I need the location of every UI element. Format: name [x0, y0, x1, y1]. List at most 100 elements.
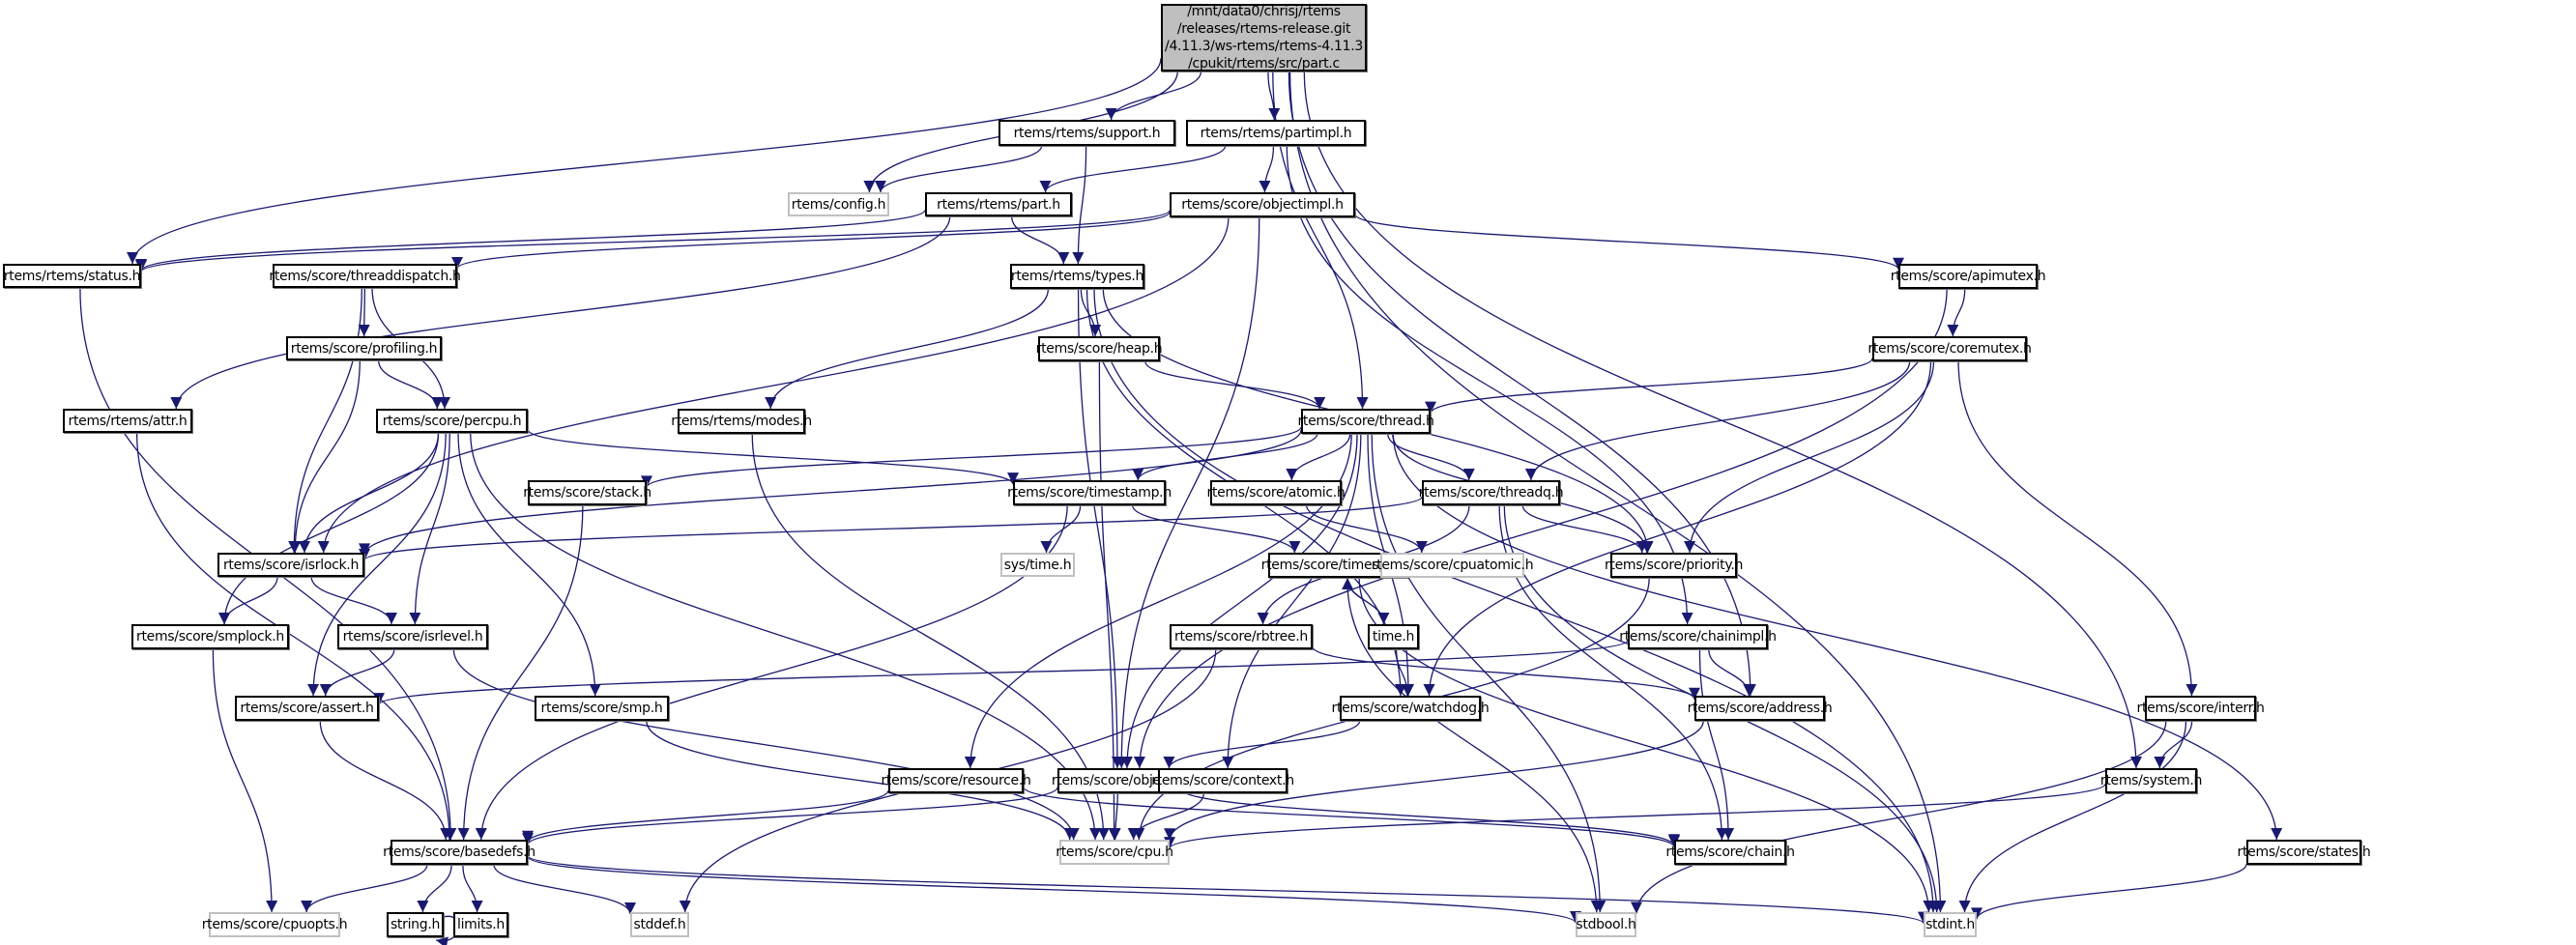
edge-apimutex-to-coremutex — [1947, 288, 1966, 337]
edge-percpu-to-cpu — [470, 432, 1102, 841]
edge-time-to-timespec — [1342, 577, 1385, 625]
node-isrlevel-h[interactable]: rtems/score/isrlevel.h — [337, 624, 488, 649]
node-cpuopts-h[interactable]: rtems/score/cpuopts.h — [202, 912, 348, 937]
edge-object-to-cpu — [1109, 792, 1121, 841]
node-priority-h[interactable]: rtems/score/priority.h — [1605, 553, 1743, 578]
edge-thread-to-stdbool — [1371, 433, 1606, 913]
edge-percpu-to-smplock — [218, 432, 440, 625]
edge-thread-to-threadq — [1387, 433, 1475, 481]
node-thread-h[interactable]: rtems/score/thread.h — [1297, 409, 1434, 434]
node-isrlock-h[interactable]: rtems/score/isrlock.h — [217, 553, 364, 577]
edge-thread-to-object — [1120, 433, 1358, 769]
node-interr-h[interactable]: rtems/score/interr.h — [2137, 696, 2265, 721]
node-objectimpl-h[interactable]: rtems/score/objectimpl.h — [1170, 192, 1355, 217]
edge-basedefs-to-string — [417, 864, 452, 913]
edge-thread-to-stack — [641, 426, 1302, 488]
node-apimutex-h[interactable]: rtems/score/apimutex.h — [1891, 264, 2046, 289]
node-stdbool-h[interactable]: stdbool.h — [1576, 912, 1636, 937]
edge-chainimpl-to-assert — [373, 640, 1629, 705]
edge-threaddispatch-to-profiling — [358, 287, 370, 337]
edge-basedefs-to-stddef — [493, 864, 636, 915]
edge-profiling-to-percpu — [378, 359, 444, 410]
node-attr-h[interactable]: rtems/rtems/attr.h — [63, 409, 192, 433]
node-smplock-h[interactable]: rtems/score/smplock.h — [131, 624, 289, 649]
edge-root-to-partimpl — [1267, 71, 1281, 121]
edge-support-to-types — [1072, 145, 1087, 265]
node-stack-h[interactable]: rtems/score/stack.h — [523, 480, 651, 505]
edge-isrlock-to-isrlevel — [310, 576, 397, 625]
edge-types-to-object — [1077, 288, 1123, 769]
node-basedefs-h[interactable]: rtems/score/basedefs.h — [383, 840, 535, 865]
edge-coremutex-to-threadq — [1524, 360, 1911, 481]
edge-part-to-status — [135, 209, 926, 272]
node-string-h[interactable]: string.h — [387, 912, 444, 937]
node-resource-h[interactable]: rtems/score/resource.h — [881, 768, 1031, 793]
node-address-h[interactable]: rtems/score/address.h — [1688, 696, 1833, 721]
node-root-part-c: /mnt/data0/chrisj/rtems /releases/rtems-… — [1161, 4, 1367, 72]
node-timestamp-h[interactable]: rtems/score/timestamp.h — [1007, 480, 1172, 505]
edge-partimpl-to-objectimpl — [1259, 145, 1275, 193]
edge-threadq-to-priority — [1521, 504, 1648, 554]
edge-time-to-watchdog — [1395, 648, 1413, 697]
edge-object-to-basedefs — [522, 787, 1058, 845]
node-threaddispatch-h[interactable]: rtems/score/threaddispatch.h — [269, 264, 461, 288]
node-profiling-h[interactable]: rtems/score/profiling.h — [286, 336, 442, 360]
node-support-h[interactable]: rtems/rtems/support.h — [999, 120, 1175, 146]
edge-timespec-to-stdbool — [1346, 577, 1603, 913]
node-chain-h[interactable]: rtems/score/chain.h — [1665, 840, 1795, 865]
edge-objectimpl-to-isrlock — [317, 216, 1230, 554]
edge-isrlock-to-smplock — [218, 576, 278, 625]
edge-objectimpl-to-apimutex — [1354, 214, 1904, 271]
node-context-h[interactable]: rtems/score/context.h — [1151, 768, 1294, 793]
node-cpu-h[interactable]: rtems/score/cpu.h — [1056, 840, 1173, 865]
node-cpuatomic-h[interactable]: rtems/score/cpuatomic.h — [1372, 553, 1534, 578]
edge-part-to-types — [1011, 215, 1070, 265]
node-states-h[interactable]: rtems/score/states.h — [2238, 840, 2371, 865]
node-chainimpl-h[interactable]: rtems/score/chainimpl.h — [1619, 624, 1777, 649]
node-threadq-h[interactable]: rtems/score/threadq.h — [1419, 480, 1564, 505]
edge-basedefs-to-limits — [462, 864, 483, 913]
edge-interr-to-stdint — [1958, 720, 2187, 913]
edge-object-to-chain — [1178, 788, 1680, 846]
node-smp-h[interactable]: rtems/score/smp.h — [535, 696, 669, 721]
edge-root-to-stdint — [1288, 71, 1947, 913]
edge-basedefs-to-cpuopts — [301, 864, 428, 913]
edge-assert-to-basedefs — [319, 720, 452, 841]
node-coremutex-h[interactable]: rtems/score/coremutex.h — [1867, 336, 2032, 361]
node-time-h[interactable]: time.h — [1368, 624, 1419, 649]
edge-smplock-to-cpuopts — [212, 648, 278, 913]
node-limits-h[interactable]: limits.h — [453, 912, 508, 937]
edge-thread-to-context — [1222, 433, 1362, 769]
edge-root-to-support — [1105, 71, 1202, 121]
node-part-h[interactable]: rtems/rtems/part.h — [925, 192, 1072, 216]
node-heap-h[interactable]: rtems/score/heap.h — [1036, 336, 1163, 361]
edge-types-to-stdint — [1093, 288, 1939, 913]
node-partimpl-h[interactable]: rtems/rtems/partimpl.h — [1186, 120, 1366, 146]
node-stdint-h[interactable]: stdint.h — [1924, 912, 1977, 937]
edge-threadq-to-isrlock — [359, 496, 1423, 561]
node-watchdog-h[interactable]: rtems/score/watchdog.h — [1332, 696, 1490, 721]
edge-resource-to-chain — [1023, 786, 1680, 848]
edge-coremutex-to-watchdog — [1423, 360, 1932, 697]
node-modes-h[interactable]: rtems/rtems/modes.h — [671, 409, 812, 434]
node-assert-h[interactable]: rtems/score/assert.h — [235, 696, 379, 721]
node-sys-time-h[interactable]: sys/time.h — [1000, 553, 1075, 577]
edge-attr-to-basedefs — [135, 432, 455, 841]
edge-coremutex-to-thread — [1425, 358, 1873, 414]
node-system-h[interactable]: rtems/system.h — [2100, 768, 2202, 793]
node-percpu-h[interactable]: rtems/score/percpu.h — [376, 409, 528, 433]
edge-apimutex-to-object — [1133, 288, 1948, 769]
node-config-h[interactable]: rtems/config.h — [788, 192, 889, 216]
node-atomic-h[interactable]: rtems/score/atomic.h — [1206, 480, 1346, 505]
edge-rbtree-to-address — [1312, 645, 1700, 700]
node-types-h[interactable]: rtems/rtems/types.h — [1010, 264, 1144, 289]
edge-address-to-cpu — [1164, 720, 1704, 841]
edge-root-to-status — [127, 58, 1162, 265]
edge-heap-to-thread — [1144, 360, 1326, 410]
node-status-h[interactable]: rtems/rtems/status.h — [3, 264, 141, 288]
edge-thread-to-isrlock — [359, 429, 1302, 556]
node-rbtree-h[interactable]: rtems/score/rbtree.h — [1170, 624, 1313, 649]
node-stddef-h[interactable]: stddef.h — [630, 912, 689, 937]
